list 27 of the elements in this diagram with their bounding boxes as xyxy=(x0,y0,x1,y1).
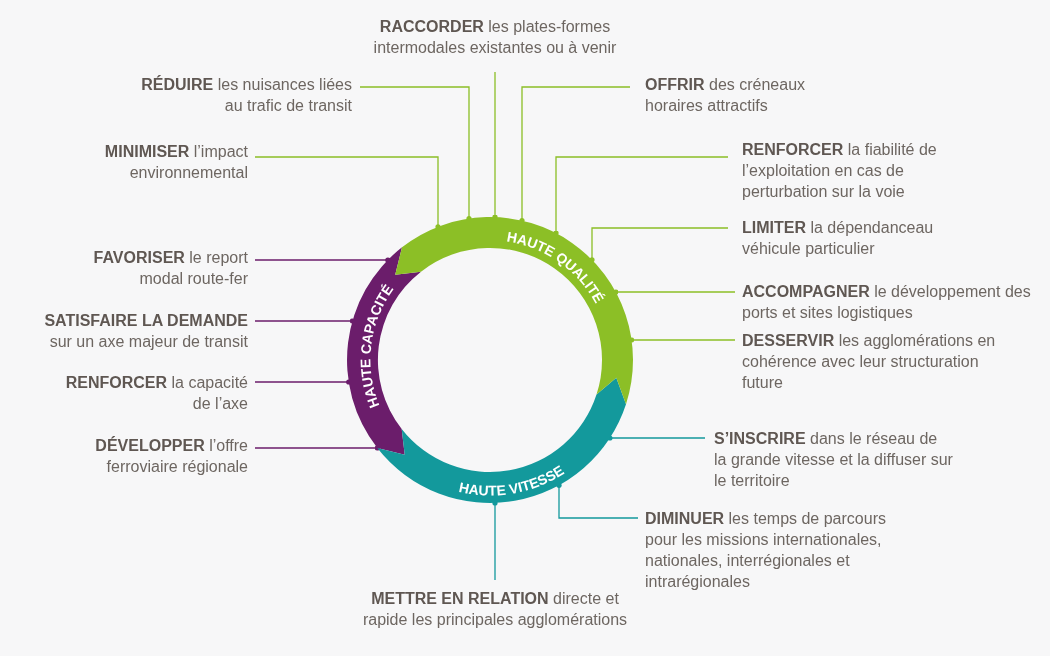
leader-line xyxy=(519,86,631,224)
callout-text: RACCORDER les plates-formes intermodales existantes ou à venir xyxy=(350,16,640,58)
callout-text: S’INSCRIRE dans le réseau de la grande vitesse et la diffuser sur le territoire xyxy=(714,428,954,491)
callout-text: DESSERVIR les agglomérations en cohérence avec leur structuration future xyxy=(742,330,1014,393)
callout-text: SATISFAIRE LA DEMANDE sur un axe majeur de transit xyxy=(18,310,248,352)
leader-line xyxy=(254,318,355,324)
callout-text: DÉVELOPPER l’offre ferroviaire régionale xyxy=(40,435,248,477)
callout-text: ACCOMPAGNER le développement des ports et sites logistiques xyxy=(742,281,1042,323)
leader-line xyxy=(254,379,352,385)
callout-text: METTRE EN RELATION directe et rapide les principales agglomérations xyxy=(355,588,635,630)
callout-text: RÉDUIRE les nuisances liées au trafic de transit xyxy=(140,74,352,116)
leader-line xyxy=(254,257,391,263)
leader-line xyxy=(254,445,380,451)
leader-line xyxy=(254,156,441,230)
callout-text: DIMINUER les temps de parcours pour les missions internationales, nationales, interrégionales et intrarégionales xyxy=(645,508,915,592)
callout-text: LIMITER la dépendanceau véhicule particulier xyxy=(742,217,982,259)
callout-text: FAVORISER le report modal route-fer xyxy=(60,247,248,289)
callout-text: RENFORCER la fiabilité de l’exploitation en cas de perturbation sur la voie xyxy=(742,139,964,202)
leader-line xyxy=(553,156,729,236)
leader-line xyxy=(556,482,639,519)
callout-text: OFFRIR des créneaux horaires attractifs xyxy=(645,74,845,116)
leader-line xyxy=(589,227,729,263)
leader-line xyxy=(607,435,706,441)
callout-text: RENFORCER la capacité de l’axe xyxy=(60,372,248,414)
callout-text: MINIMISER l’impact environnemental xyxy=(40,141,248,183)
leader-line xyxy=(629,337,736,343)
leader-line xyxy=(613,289,736,295)
